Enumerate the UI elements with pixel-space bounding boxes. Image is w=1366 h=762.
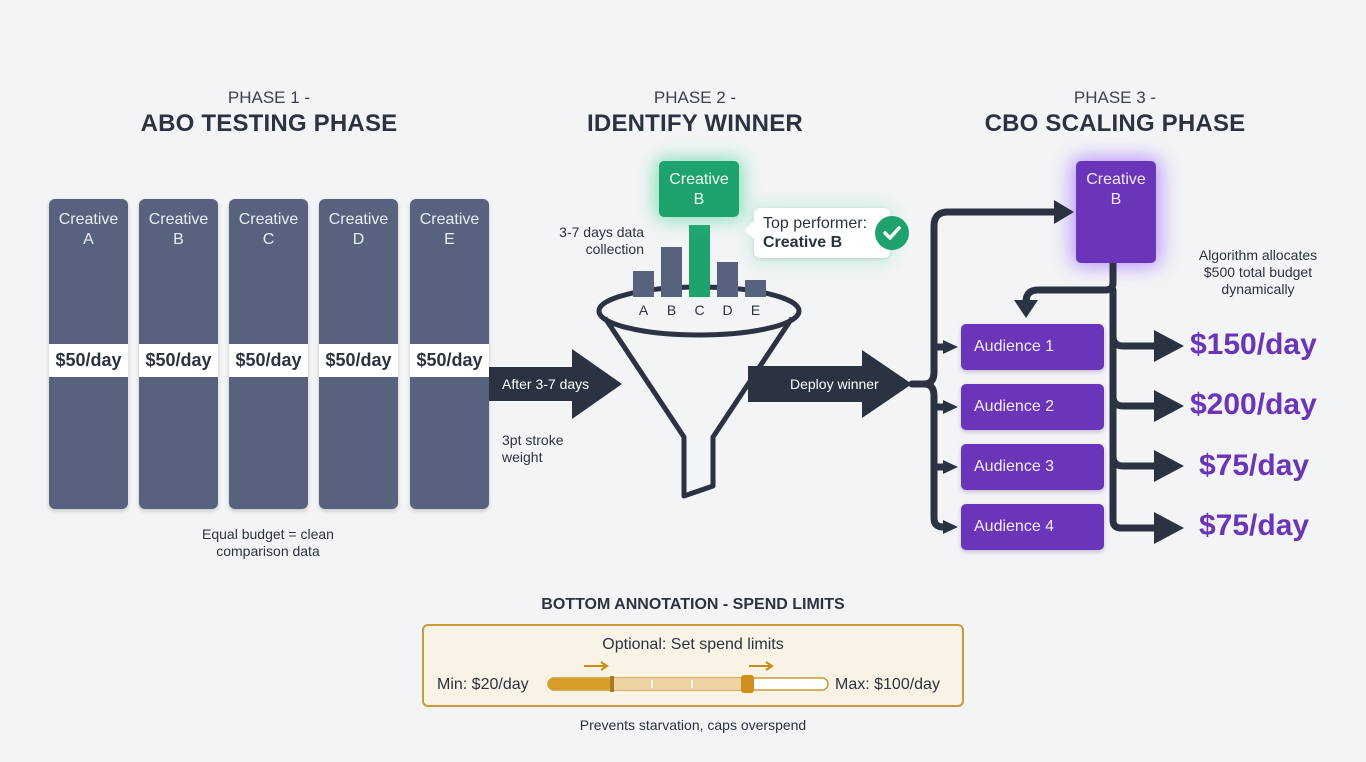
bar-label-b: B <box>667 302 676 318</box>
audience-1-budget: $150/day <box>1190 328 1317 361</box>
max-arrow-icon <box>749 661 774 671</box>
arrow-after-testing <box>489 349 622 419</box>
phase3-arrowheads <box>943 200 1184 544</box>
phase1-number: PHASE 1 - <box>227 88 311 107</box>
min-thumb <box>610 676 614 692</box>
arrow-after-label: After 3-7 days <box>502 376 590 392</box>
callout-text: Top performer:Creative B <box>763 215 868 251</box>
creative-budget: $50/day <box>319 344 398 377</box>
phase3-number: PHASE 3 - <box>1073 88 1157 107</box>
bar-e <box>745 280 766 297</box>
bottom-heading: BOTTOM ANNOTATION - SPEND LIMITS <box>541 596 845 613</box>
min-arrow-icon <box>584 661 609 671</box>
audience-3: Audience 3 <box>961 444 1104 490</box>
phase3-connectors <box>908 208 1162 532</box>
bar-d <box>717 262 738 297</box>
audience-4-budget: $75/day <box>1199 509 1310 542</box>
creative-budget: $50/day <box>410 344 489 377</box>
bar-c <box>689 225 710 297</box>
bar-a <box>633 271 654 297</box>
audience-2-budget: $200/day <box>1190 388 1317 421</box>
bar-label-c: C <box>694 302 704 318</box>
bar-label-e: E <box>751 302 760 318</box>
bar-label-d: D <box>722 302 732 318</box>
bar-label-a: A <box>639 302 649 318</box>
audience-3-budget: $75/day <box>1199 449 1310 482</box>
phase3-title: CBO SCALING PHASE <box>984 110 1246 137</box>
checkmark-icon <box>875 216 909 250</box>
optional-label: Optional: Set spend limits <box>602 636 784 653</box>
bar-b <box>661 247 682 297</box>
creative-budget: $50/day <box>139 344 218 377</box>
phase2-title: IDENTIFY WINNER <box>587 110 803 137</box>
creative-budget: $50/day <box>49 344 128 377</box>
phase1-title: ABO TESTING PHASE <box>140 110 398 137</box>
audience-2: Audience 2 <box>961 384 1104 430</box>
phase2-bar-chart: A B C D E <box>633 225 766 318</box>
arrow-deploy-label: Deploy winner <box>790 376 879 392</box>
spend-limits-panel: Optional: Set spend limits Min: $20/day … <box>422 624 964 707</box>
creative-budget: $50/day <box>229 344 308 377</box>
arrow-deploy-winner <box>748 350 912 418</box>
max-label: Max: $100/day <box>835 676 940 693</box>
bottom-footer: Prevents starvation, caps overspend <box>579 717 807 733</box>
min-label: Min: $20/day <box>437 676 529 693</box>
spend-range-slider[interactable] <box>544 656 834 701</box>
audience-4: Audience 4 <box>961 504 1104 550</box>
audience-1: Audience 1 <box>961 324 1104 370</box>
phase2-number: PHASE 2 - <box>653 88 737 107</box>
top-performer-callout: Top performer:Creative B <box>744 208 890 258</box>
max-thumb <box>741 675 754 693</box>
